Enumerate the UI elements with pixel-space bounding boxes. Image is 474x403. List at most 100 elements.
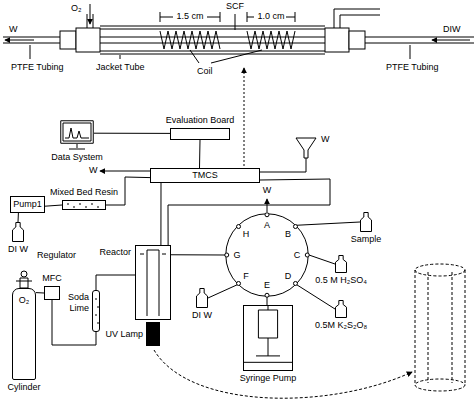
node-label: Soda Lime (63, 292, 89, 314)
bottle-drawing (197, 289, 208, 308)
port-letter: E (264, 280, 270, 291)
node-label: Pump1 (13, 199, 42, 210)
node-label: Cylinder (8, 382, 41, 393)
bottle-outline (13, 223, 24, 242)
valve-port (265, 293, 269, 297)
syringe-pump: Syringe Pump (243, 305, 293, 371)
lamp-sleeve (147, 250, 159, 316)
bottle-outline (12, 222, 24, 242)
connector-line (297, 285, 335, 309)
water-bottle: DI W (196, 288, 208, 308)
waste-line (260, 158, 306, 172)
bottle-outline (360, 212, 372, 232)
flow-arrow (5, 40, 34, 41)
waste-label: W (88, 165, 99, 176)
node-label: Sample (351, 234, 382, 245)
dimension-label: 1.5 cm (175, 11, 204, 22)
leader-line (235, 14, 236, 30)
flow-label: DIW (442, 24, 462, 35)
node-label: Reactor (99, 247, 131, 258)
mass-flow-controller: MFC (44, 286, 60, 300)
connector-line (18, 213, 19, 222)
coil (247, 31, 295, 49)
resin-column: Mixed Bed Resin (62, 200, 106, 210)
regulator (16, 281, 32, 282)
acid-bottle: 0.5 M H₂SO₄ (335, 255, 347, 273)
node-label: O₂ (19, 295, 30, 306)
monitor-outline (61, 121, 94, 144)
connector-line (208, 285, 237, 298)
part-label: Jacket Tube (95, 62, 146, 73)
connector-line (160, 183, 161, 245)
coil (160, 31, 220, 49)
sample-bottle: Sample (360, 212, 372, 232)
chromatogram-peaks (65, 128, 89, 138)
soda-lime-tube: Soda Lime (92, 290, 100, 332)
connector-line (199, 140, 201, 168)
computer-drawing (61, 121, 94, 149)
tube-fitting (325, 28, 349, 52)
connector-line (171, 254, 225, 255)
waste-label: W (262, 185, 273, 196)
node-label: 0.5M K₂S₂O₈ (315, 320, 367, 331)
valve-port (225, 253, 229, 257)
valve-port (293, 281, 297, 285)
bottle-outline (335, 255, 347, 273)
connector-line (36, 292, 44, 293)
node-label: 0.5 M H₂SO₄ (315, 275, 367, 286)
regulator (20, 278, 28, 288)
connector-line (94, 133, 170, 134)
computer-outline (60, 120, 94, 144)
part-label: PTFE Tubing (385, 62, 440, 73)
port-letter: A (264, 220, 270, 231)
node-label: MFC (42, 273, 62, 284)
node-label: TMCS (192, 170, 218, 181)
node-label: Mixed Bed Resin (50, 187, 118, 198)
tube-fitting (76, 28, 100, 52)
dimension-label: 1.0 cm (256, 11, 285, 22)
flow-arrow (90, 4, 91, 24)
syringe-barrel (258, 310, 277, 338)
valve-body (226, 214, 309, 297)
reactor-wall (140, 254, 166, 255)
pump-box: Pump1 (10, 196, 45, 213)
port-letter: C (294, 250, 301, 261)
tmcs-box: TMCS (150, 168, 260, 183)
node-label: DI W (192, 310, 212, 321)
flow-arrow (100, 171, 150, 172)
flow-arrow (432, 40, 470, 41)
bottle-drawing (13, 223, 24, 242)
waste-label: W (320, 134, 331, 145)
reactor-cell-detail (415, 379, 465, 391)
reactor-cell-detail (415, 264, 465, 276)
syringe-needle (268, 306, 269, 310)
valve-port (237, 281, 241, 285)
node-label: Syringe Pump (240, 373, 297, 384)
gas-label: O₂ (70, 3, 83, 14)
uv-lamp: UV Lamp (146, 322, 160, 346)
syringe-plunger (256, 338, 280, 356)
part-label: Coil (196, 66, 214, 77)
node-label: Data System (51, 152, 103, 163)
dimension-line (160, 12, 220, 22)
leader-line (30, 45, 410, 63)
bottle-outline (335, 300, 347, 318)
resin-drawing (67, 204, 99, 207)
resin-outline (63, 201, 105, 209)
part-label: PTFE Tubing (10, 62, 65, 73)
bottle-outline (336, 256, 347, 273)
water-bottle: DI W (12, 222, 24, 242)
connector-line (45, 205, 62, 206)
syringe-drawing (244, 306, 292, 362)
bottle-outline (336, 301, 347, 318)
part-label: Regulator (36, 250, 77, 261)
bottle-outline (361, 213, 372, 232)
port-letter: G (233, 250, 240, 261)
syringe-outline (244, 306, 292, 370)
tube-outline (93, 291, 99, 331)
node-label: Evaluation Board (166, 115, 235, 126)
tube-fitting (60, 31, 76, 49)
jacket-port (334, 9, 380, 28)
waste-funnel (296, 138, 316, 158)
